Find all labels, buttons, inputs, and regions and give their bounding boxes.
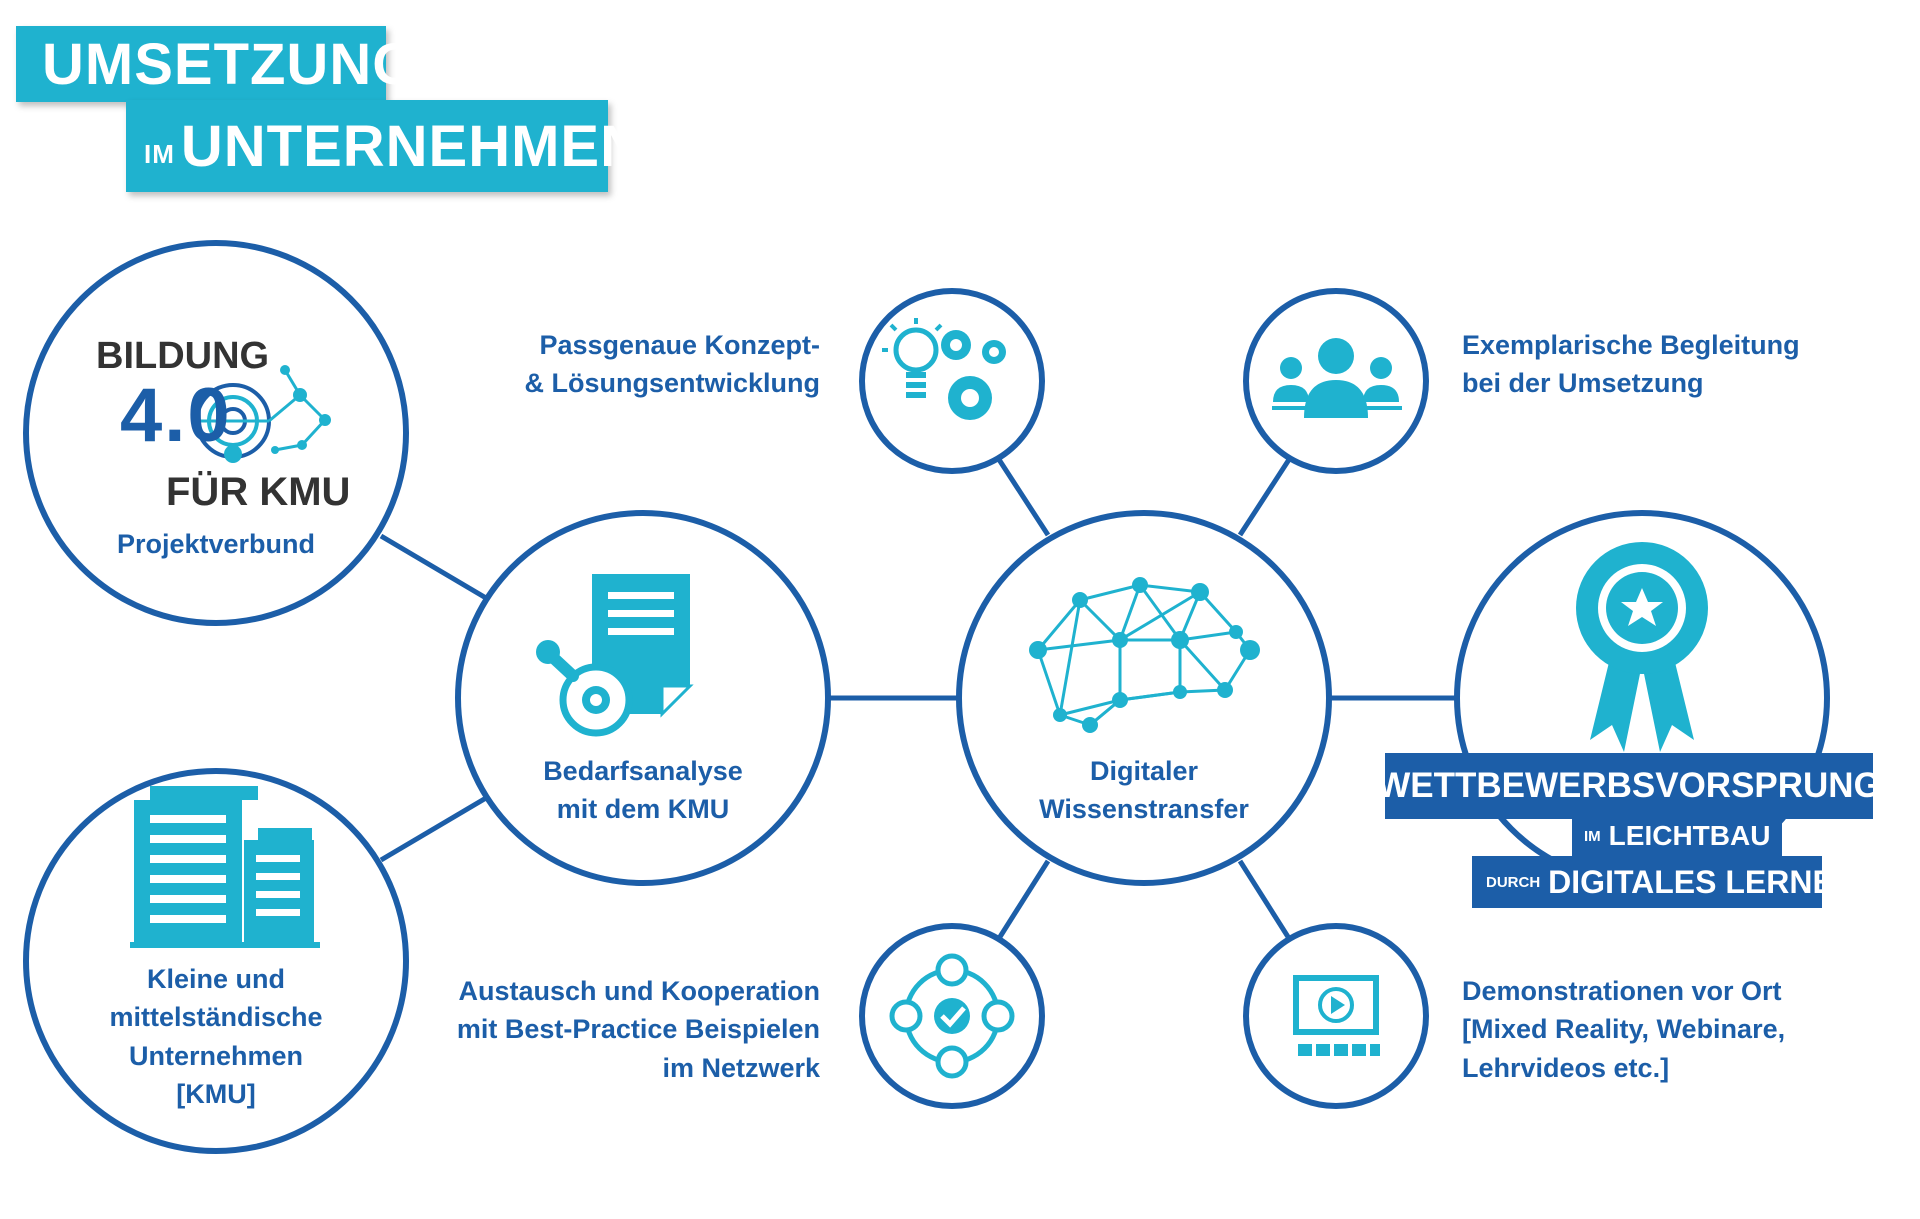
label-bedarfsanalyse: Bedarfsanalyse mit dem KMU [543,756,743,825]
advantage-small-2: IM [1584,827,1601,845]
connector-transfer-austausch [995,859,1051,942]
advantage-line-2: IM LEICHTBAU [1572,815,1782,857]
title-text-2: UNTERNEHMEN [180,113,644,179]
award-ribbon-icon [1576,542,1708,752]
title-text-1: UMSETZUNG [42,31,419,97]
advantage-small-3: DURCH [1486,873,1541,891]
title-small-text: IM [144,139,175,169]
advantage-text-2: LEICHTBAU [1608,820,1771,851]
logo-digits: 4.0 [120,373,232,458]
network-logo-icon [195,365,331,463]
label-wissenstransfer: Digitaler Wissenstransfer [1039,756,1249,825]
node-projektverbund [23,240,409,626]
advantage-line-3: DURCH DIGITALES LERNEN [1472,856,1857,908]
office-building-icon [130,786,320,948]
label-austausch: Austausch und Kooperation mit Best-Pract… [456,976,820,1083]
connector-transfer-begleitung [1237,456,1293,537]
connectors [379,456,1457,942]
document-magnifier-icon [536,574,694,737]
connector-projekt-bedarf [379,533,488,601]
label-projektverbund: Projektverbund [116,529,316,559]
team-people-icon [1272,338,1402,418]
connector-kmu-bedarf [379,795,488,863]
title-line-1: UMSETZUNG [16,26,417,102]
connector-transfer-konzept [995,456,1051,537]
logo-bildung: BILDUNG [96,335,270,377]
brain-network-nodes [1029,577,1260,733]
label-demonstrationen: Demonstrationen vor Ort [Mixed Reality, … [1462,976,1786,1083]
title-line-2: IM UNTERNEHMEN [126,100,642,192]
idea-gears-icon [882,318,1006,420]
collaboration-check-icon [889,953,1015,1079]
logo-fuer-kmu: FÜR KMU [166,470,351,514]
label-begleitung: Exemplarische Begleitung bei der Umsetzu… [1462,330,1800,399]
node-konzept [859,288,1045,474]
node-demonstrationen [1243,923,1429,1109]
video-presentation-icon [1293,975,1380,1056]
advantage-line-1: WETTBEWERBSVORSPRUNG [1377,753,1881,819]
advantage-text-3: DIGITALES LERNEN [1548,863,1857,900]
label-kmu: Kleine und mittelständische Unternehmen … [109,964,323,1109]
label-konzept: Passgenaue Konzept- & Lösungsentwicklung [524,330,820,399]
connector-transfer-demo [1237,859,1293,942]
advantage-text-1: WETTBEWERBSVORSPRUNG [1377,766,1881,805]
